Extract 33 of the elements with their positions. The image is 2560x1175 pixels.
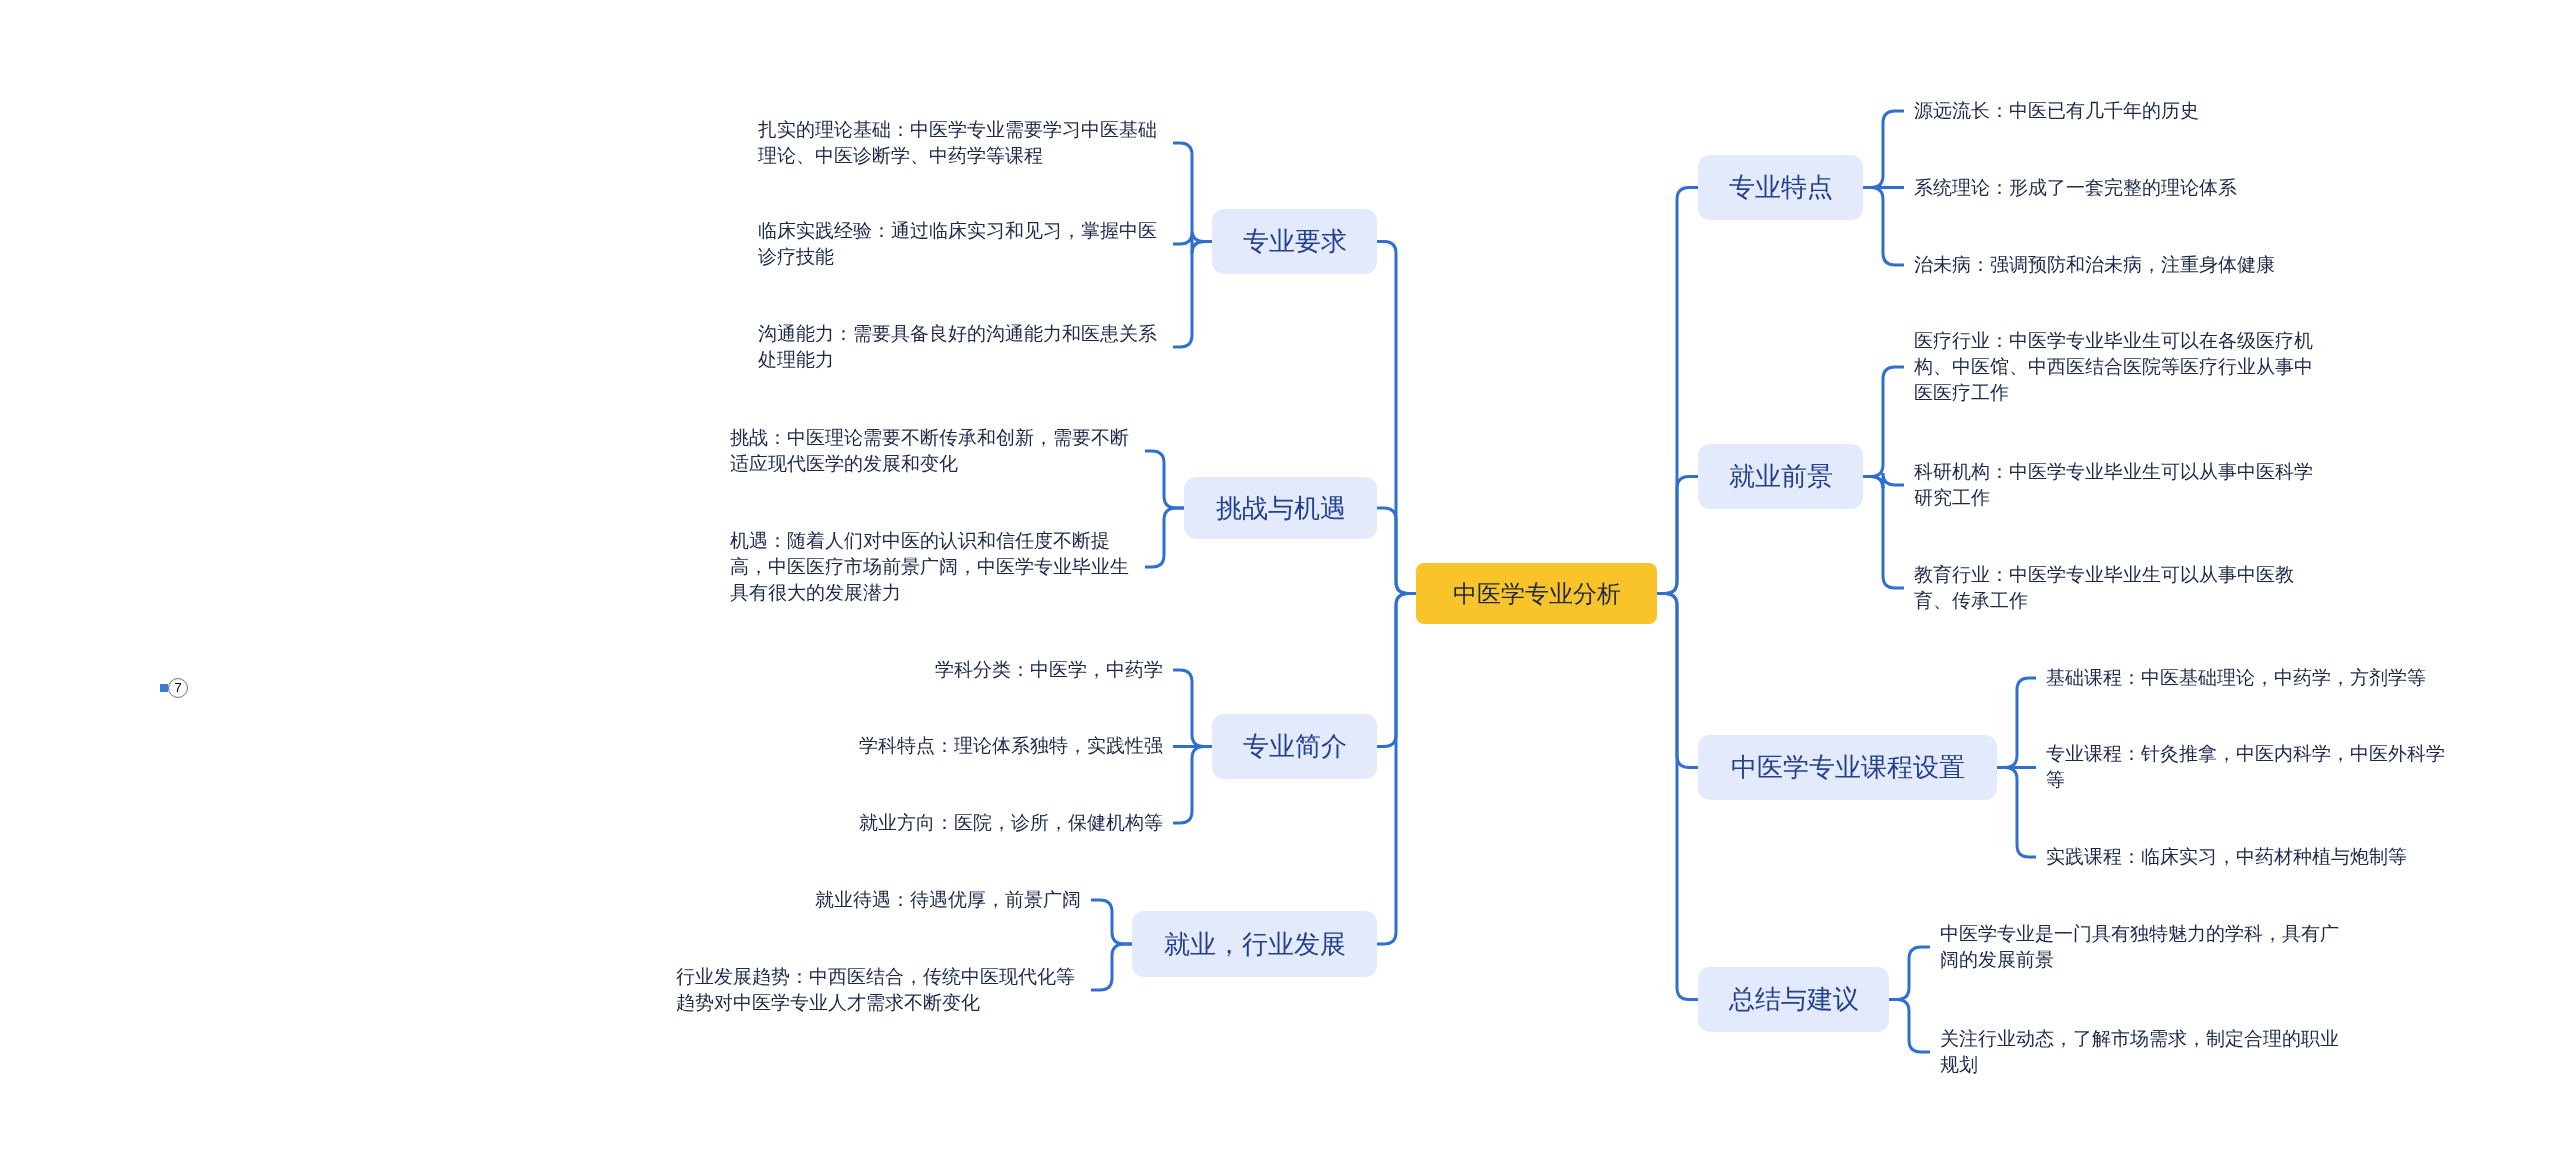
branch-topic-box: 总结与建议 (1698, 967, 1889, 1032)
topic-text: 学科分类：中医学，中药学 (935, 657, 1163, 683)
branch-topic-box: 专业要求 (1212, 209, 1377, 274)
topic-text: 专业课程：针灸推拿，中医内科学，中医外科学等 (2046, 741, 2451, 793)
topic-text: 科研机构：中医学专业毕业生可以从事中医科学研究工作 (1914, 459, 2319, 511)
topic-text: 就业方向：医院，诊所，保健机构等 (859, 810, 1163, 836)
topic-text: 教育行业：中医学专业毕业生可以从事中医教育、传承工作 (1914, 562, 2319, 614)
topic-text: 系统理论：形成了一套完整的理论体系 (1914, 175, 2237, 201)
topic-text: 源远流长：中医已有几千年的历史 (1914, 98, 2199, 124)
topic-text: 就业待遇：待遇优厚，前景广阔 (815, 887, 1081, 913)
branch-topic-box: 就业，行业发展 (1132, 911, 1377, 977)
topic-text: 基础课程：中医基础理论，中药学，方剂学等 (2046, 665, 2426, 691)
number-badge: 7 (168, 678, 188, 698)
topic-text: 治未病：强调预防和治未病，注重身体健康 (1914, 252, 2275, 278)
topic-text: 沟通能力：需要具备良好的沟通能力和医患关系处理能力 (758, 321, 1163, 373)
branch-topic-box: 专业特点 (1698, 155, 1863, 220)
branch-topic-box: 中医学专业课程设置 (1698, 735, 1997, 800)
topic-text: 行业发展趋势：中西医结合，传统中医现代化等趋势对中医学专业人才需求不断变化 (676, 964, 1081, 1016)
topic-text: 实践课程：临床实习，中药材种植与炮制等 (2046, 844, 2407, 870)
topic-text: 机遇：随着人们对中医的认识和信任度不断提高，中医医疗市场前景广阔，中医学专业毕业生具有很大的发展潜力 (730, 528, 1135, 606)
topic-text: 学科特点：理论体系独特，实践性强 (859, 733, 1163, 759)
topic-text: 扎实的理论基础：中医学专业需要学习中医基础理论、中医诊断学、中药学等课程 (758, 117, 1163, 169)
topic-text: 中医学专业是一门具有独特魅力的学科，具有广阔的发展前景 (1940, 921, 2345, 973)
connector-line (1657, 592, 1698, 1001)
connector-line (1091, 942, 1132, 992)
central-topic-box: 中医学专业分析 (1416, 563, 1657, 624)
topic-text: 医疗行业：中医学专业毕业生可以在各级医疗机构、中医馆、中西医结合医院等医疗行业从事中医医疗工作 (1914, 328, 2319, 406)
topic-text: 临床实践经验：通过临床实习和见习，掌握中医诊疗技能 (758, 218, 1163, 270)
topic-text: 挑战：中医理论需要不断传承和创新，需要不断适应现代医学的发展和变化 (730, 425, 1135, 477)
branch-topic-box: 就业前景 (1698, 444, 1863, 509)
branch-topic-box: 挑战与机遇 (1184, 477, 1377, 539)
branch-topic-box: 专业简介 (1212, 714, 1377, 779)
topic-text: 关注行业动态，了解市场需求，制定合理的职业规划 (1940, 1026, 2345, 1078)
